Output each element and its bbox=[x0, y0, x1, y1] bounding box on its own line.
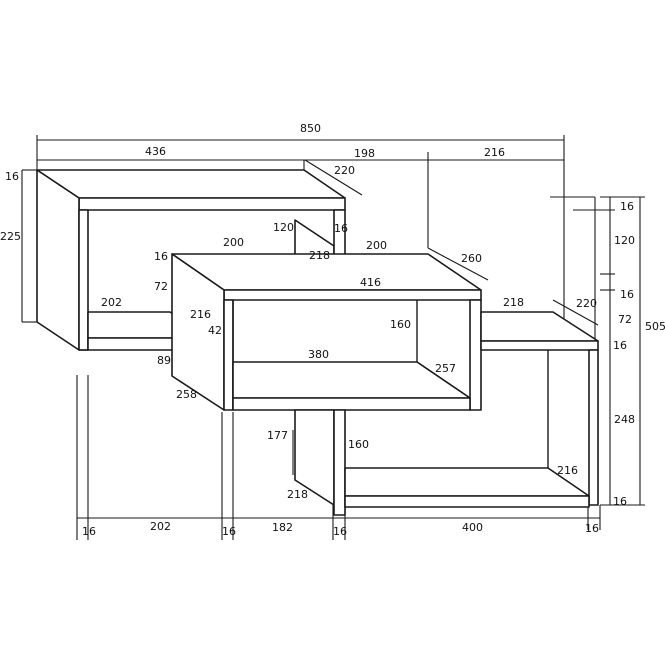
right-shelf-front bbox=[480, 340, 599, 351]
dim-bottom-end-thickness: 16 bbox=[585, 522, 599, 535]
shelf-unit bbox=[36, 169, 599, 516]
dim-overall-width: 850 bbox=[300, 122, 321, 135]
dim-lower-depth-a: 218 bbox=[287, 488, 308, 501]
dim-left-shelf-width: 202 bbox=[101, 296, 122, 309]
dim-right-shelf-thickness: 16 bbox=[613, 339, 627, 352]
dim-right-top-thickness: 16 bbox=[620, 200, 634, 213]
dim-right-shelf-width: 218 bbox=[503, 296, 524, 309]
dim-middle-shelf-depth: 257 bbox=[435, 362, 456, 375]
dim-bottom-right-thickness: 16 bbox=[333, 525, 347, 538]
dim-middle-top-width: 416 bbox=[360, 276, 381, 289]
dim-top-middle-width: 198 bbox=[354, 147, 375, 160]
dim-right-shelf-depth: 220 bbox=[576, 297, 597, 310]
dim-top-right-width: 216 bbox=[484, 146, 505, 159]
dim-left-top-thickness: 16 bbox=[5, 170, 19, 183]
right-front-leg bbox=[588, 349, 599, 506]
left-front-leg bbox=[78, 209, 89, 351]
dim-left-height: 225 bbox=[0, 230, 21, 243]
dim-lower-inner-height: 160 bbox=[348, 438, 369, 451]
middle-top-front bbox=[223, 289, 482, 301]
dim-bottom-mid-thickness: 16 bbox=[222, 525, 236, 538]
dim-left-shelf-height: 89 bbox=[157, 354, 171, 367]
dim-right-upper-height: 120 bbox=[614, 234, 635, 247]
lower-shelf-front bbox=[344, 495, 590, 508]
middle-left-leg bbox=[223, 299, 234, 411]
lower-left-leg bbox=[333, 409, 346, 516]
right-shelf-top bbox=[480, 311, 599, 342]
dim-bottom-left-thickness: 16 bbox=[82, 525, 96, 538]
dim-right-side-height: 72 bbox=[618, 313, 632, 326]
dim-right-bottom-thickness: 16 bbox=[613, 495, 627, 508]
dim-inner-height-a: 42 bbox=[208, 324, 222, 337]
dim-middle-side-height: 72 bbox=[154, 280, 168, 293]
dim-bottom-mid-width: 182 bbox=[272, 521, 293, 534]
dim-inner-depth-b: 218 bbox=[309, 249, 330, 262]
dim-inner-depth-a: 216 bbox=[190, 308, 211, 321]
dim-lower-depth-b: 216 bbox=[557, 464, 578, 477]
dim-top-depth: 220 bbox=[334, 164, 355, 177]
dim-overall-height: 505 bbox=[645, 320, 665, 333]
left-top-panel bbox=[36, 169, 346, 199]
dim-upper-back-height: 120 bbox=[273, 221, 294, 234]
dim-middle-depth: 260 bbox=[461, 252, 482, 265]
left-top-front bbox=[78, 197, 346, 211]
dim-right-lower-height: 248 bbox=[614, 413, 635, 426]
dim-left-middle-thickness: 16 bbox=[154, 250, 168, 263]
dim-bottom-left-width: 202 bbox=[150, 520, 171, 533]
dim-middle-inner-height: 160 bbox=[390, 318, 411, 331]
dim-bottom-right-width: 400 bbox=[462, 521, 483, 534]
middle-right-leg bbox=[469, 299, 482, 411]
dim-top-left-width: 436 bbox=[145, 145, 166, 158]
dim-middle-top-right-width: 200 bbox=[366, 239, 387, 252]
dim-middle-shelf-width: 380 bbox=[308, 348, 329, 361]
dim-lower-back-height: 177 bbox=[267, 429, 288, 442]
dim-left-shelf-depth: 258 bbox=[176, 388, 197, 401]
lower-shelf-top bbox=[344, 467, 590, 497]
dimension-labels: 850 436 198 216 220 16 225 120 16 200 20… bbox=[0, 122, 665, 538]
left-side-panel bbox=[36, 169, 80, 351]
dim-middle-top-left-width: 200 bbox=[223, 236, 244, 249]
dim-upper-back-thickness: 16 bbox=[334, 222, 348, 235]
middle-bottom-front bbox=[232, 397, 471, 411]
dim-right-mid-thickness: 16 bbox=[620, 288, 634, 301]
dimension-lines bbox=[21, 135, 645, 540]
